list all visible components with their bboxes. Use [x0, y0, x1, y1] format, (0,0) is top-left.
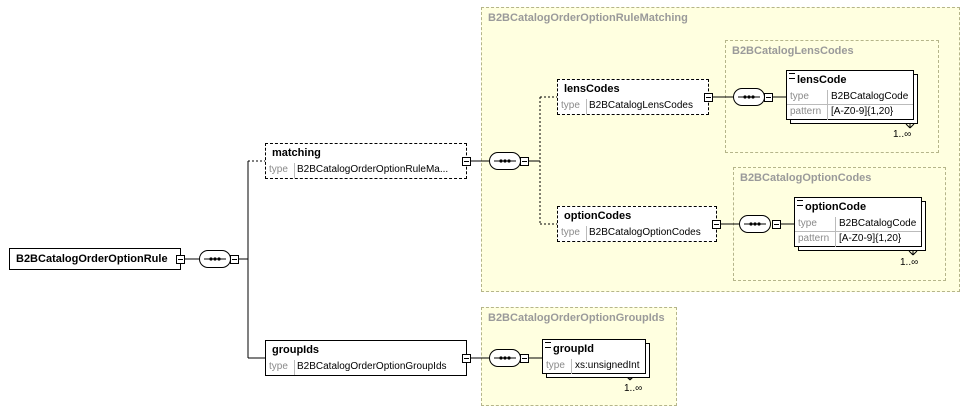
matching-sequence-icon	[489, 152, 521, 170]
root-collapse-icon[interactable]	[176, 255, 185, 264]
group-id-type-key: type	[546, 360, 565, 371]
option-code-pattern-key: pattern	[798, 233, 830, 244]
lens-code-element[interactable]: lensCode type B2BCatalogCode pattern [A-…	[786, 70, 914, 120]
group-lens-codes-title: B2BCatalogLensCodes	[732, 45, 854, 57]
group-id-documentation-icon	[545, 342, 551, 348]
group-rule-matching-title: B2BCatalogOrderOptionRuleMatching	[488, 12, 688, 24]
lens-codes-type-key: type	[561, 100, 580, 111]
lens-code-documentation-icon	[789, 73, 795, 79]
lens-codes-sequence-collapse-icon[interactable]	[764, 93, 773, 102]
matching-element[interactable]: matching type B2BCatalogOrderOptionRuleM…	[265, 143, 467, 179]
group-ids-element[interactable]: groupIds type B2BCatalogOrderOptionGroup…	[265, 340, 467, 376]
group-option-codes-title: B2BCatalogOptionCodes	[740, 172, 872, 184]
matching-element-name: matching	[272, 147, 321, 159]
option-codes-type-key: type	[561, 227, 580, 238]
group-ids-collapse-icon[interactable]	[462, 354, 471, 363]
option-code-documentation-icon	[797, 200, 803, 206]
lens-code-pattern-key: pattern	[790, 106, 822, 117]
group-ids-element-name: groupIds	[272, 344, 320, 356]
root-sequence-icon	[199, 250, 231, 268]
option-codes-element[interactable]: optionCodes type B2BCatalogOptionCodes	[557, 206, 717, 242]
group-id-element-name: groupId	[553, 343, 594, 355]
matching-type-value: B2BCatalogOrderOptionRuleMa...	[297, 164, 449, 175]
option-codes-type-value: B2BCatalogOptionCodes	[589, 227, 701, 238]
lens-codes-element[interactable]: lensCodes type B2BCatalogLensCodes	[557, 79, 709, 115]
group-group-ids-title: B2BCatalogOrderOptionGroupIds	[488, 312, 665, 324]
lens-codes-element-name: lensCodes	[564, 83, 620, 95]
option-code-type-key: type	[798, 218, 817, 229]
lens-code-type-key: type	[790, 91, 809, 102]
group-id-multiplicity: 1..∞	[624, 383, 643, 394]
option-code-multiplicity: 1..∞	[900, 257, 919, 268]
root-element-name: B2BCatalogOrderOptionRule	[16, 253, 168, 265]
group-ids-sequence-icon	[489, 349, 521, 367]
option-codes-sequence-collapse-icon[interactable]	[772, 220, 781, 229]
option-code-pattern-value: [A-Z0-9]{1,20}	[839, 233, 902, 244]
matching-type-key: type	[269, 164, 288, 175]
group-id-type-value: xs:unsignedInt	[575, 360, 640, 371]
group-ids-type-key: type	[269, 361, 288, 372]
group-ids-type-value: B2BCatalogOrderOptionGroupIds	[297, 361, 447, 372]
lens-code-type-value: B2BCatalogCode	[831, 91, 909, 102]
option-codes-collapse-icon[interactable]	[712, 220, 721, 229]
option-code-element[interactable]: optionCode type B2BCatalogCode pattern […	[794, 197, 922, 247]
option-codes-element-name: optionCodes	[564, 210, 632, 222]
group-ids-sequence-collapse-icon[interactable]	[520, 354, 529, 363]
root-sequence-collapse-icon[interactable]	[230, 255, 239, 264]
option-code-element-name: optionCode	[805, 201, 867, 213]
group-id-element[interactable]: groupId type xs:unsignedInt	[542, 339, 646, 374]
lens-codes-type-value: B2BCatalogLensCodes	[589, 100, 693, 111]
matching-collapse-icon[interactable]	[462, 157, 471, 166]
lens-codes-sequence-icon	[733, 88, 765, 106]
option-code-type-value: B2BCatalogCode	[839, 218, 917, 229]
option-codes-sequence-icon	[739, 215, 771, 233]
lens-codes-collapse-icon[interactable]	[704, 93, 713, 102]
root-element[interactable]: B2BCatalogOrderOptionRule	[9, 248, 181, 270]
lens-code-multiplicity: 1..∞	[893, 129, 912, 140]
lens-code-pattern-value: [A-Z0-9]{1,20}	[831, 106, 894, 117]
lens-code-element-name: lensCode	[797, 74, 847, 86]
matching-sequence-collapse-icon[interactable]	[520, 157, 529, 166]
